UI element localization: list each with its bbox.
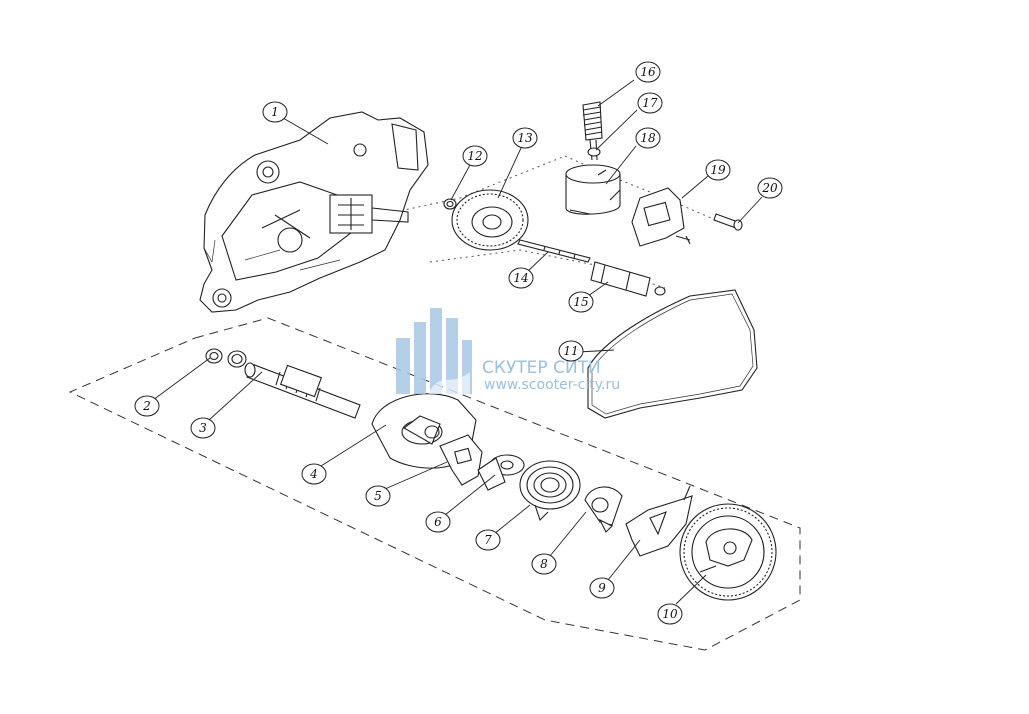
ratchet-part <box>584 486 623 533</box>
callout-number: 6 <box>434 515 442 529</box>
callout-20: 20 <box>757 177 783 199</box>
callout-circle <box>512 127 538 149</box>
callout-circle <box>657 603 683 625</box>
callout-19: 19 <box>705 159 731 181</box>
callout-circle <box>757 177 783 199</box>
callout-number: 20 <box>761 181 778 195</box>
washer-part <box>477 454 525 491</box>
callout-circle <box>508 267 534 289</box>
callout-circle <box>462 145 488 167</box>
worm-spindle-part <box>582 101 603 161</box>
watermark-url: www.scooter-city.ru <box>484 377 620 393</box>
callout-11: 11 <box>558 340 584 362</box>
crankcase-cover-part <box>199 111 429 313</box>
callout-number: 10 <box>662 607 678 621</box>
watermark: СКУТЕР СИТИ www.scooter-city.ru <box>396 308 620 394</box>
callout-15: 15 <box>568 291 594 313</box>
callout-16: 16 <box>635 61 661 83</box>
callout-circle <box>301 463 327 485</box>
callout-10: 10 <box>657 603 683 625</box>
callout-number: 5 <box>374 489 382 503</box>
leader-lines <box>152 79 763 605</box>
callout-number: 1 <box>271 105 279 119</box>
gear-shaft-part <box>517 239 591 263</box>
callout-1: 1 <box>262 101 288 123</box>
callout-circle <box>262 101 288 123</box>
callout-number: 2 <box>142 399 151 413</box>
callout-3: 3 <box>190 417 216 439</box>
callout-circle <box>635 127 661 149</box>
callout-7: 7 <box>475 529 501 551</box>
watermark-brand: СКУТЕР СИТИ <box>482 358 601 378</box>
callout-number: 3 <box>199 421 207 435</box>
pin-shaft-part <box>590 261 666 297</box>
callout-number: 8 <box>540 557 548 571</box>
callout-2: 2 <box>134 395 160 417</box>
callout-number: 11 <box>563 344 578 358</box>
assembly-boundary <box>68 317 801 651</box>
callout-circle <box>637 92 663 114</box>
callout-number: 9 <box>598 581 606 595</box>
callout-18: 18 <box>635 127 661 149</box>
callout-number: 17 <box>642 96 658 110</box>
callout-number: 19 <box>710 163 726 177</box>
bearing-washer-part <box>587 147 601 157</box>
callout-circle <box>134 395 160 417</box>
callout-circle <box>531 553 557 575</box>
callout-6: 6 <box>425 511 451 533</box>
callout-number: 16 <box>640 65 656 79</box>
callout-13: 13 <box>512 127 538 149</box>
callout-number: 14 <box>513 271 528 285</box>
seal-ring-part <box>205 348 247 368</box>
callout-14: 14 <box>508 267 534 289</box>
callout-circle <box>425 511 451 533</box>
circlip-part <box>443 198 457 210</box>
callout-number: 12 <box>467 149 482 163</box>
callout-8: 8 <box>531 553 557 575</box>
callout-number: 7 <box>484 533 492 547</box>
mounting-bracket-part <box>631 187 691 247</box>
callout-number: 13 <box>517 131 533 145</box>
callout-circle <box>190 417 216 439</box>
cover-gasket-inner <box>591 293 754 415</box>
idler-gear-part <box>451 189 529 251</box>
guide-plate-part <box>439 434 483 486</box>
motor-housing-part <box>565 164 621 215</box>
callout-circle <box>475 529 501 551</box>
callout-9: 9 <box>589 577 615 599</box>
driven-gear-part <box>679 503 777 601</box>
callout-12: 12 <box>462 145 488 167</box>
return-spring-part <box>519 460 581 522</box>
callout-circle <box>705 159 731 181</box>
city-skyline-logo <box>396 308 472 394</box>
callout-circle <box>365 485 391 507</box>
callout-number: 4 <box>309 467 318 481</box>
callout-17: 17 <box>637 92 663 114</box>
pawl-lever-part <box>625 485 693 557</box>
callout-number: 18 <box>640 131 656 145</box>
callout-circle <box>558 340 584 362</box>
callout-circle <box>635 61 661 83</box>
screw-part <box>713 213 743 231</box>
callout-5: 5 <box>365 485 391 507</box>
kick-starter-shaft-part <box>244 362 361 419</box>
callout-number: 15 <box>573 295 588 309</box>
callout-4: 4 <box>301 463 327 485</box>
callout-circle <box>589 577 615 599</box>
callout-circle <box>568 291 594 313</box>
